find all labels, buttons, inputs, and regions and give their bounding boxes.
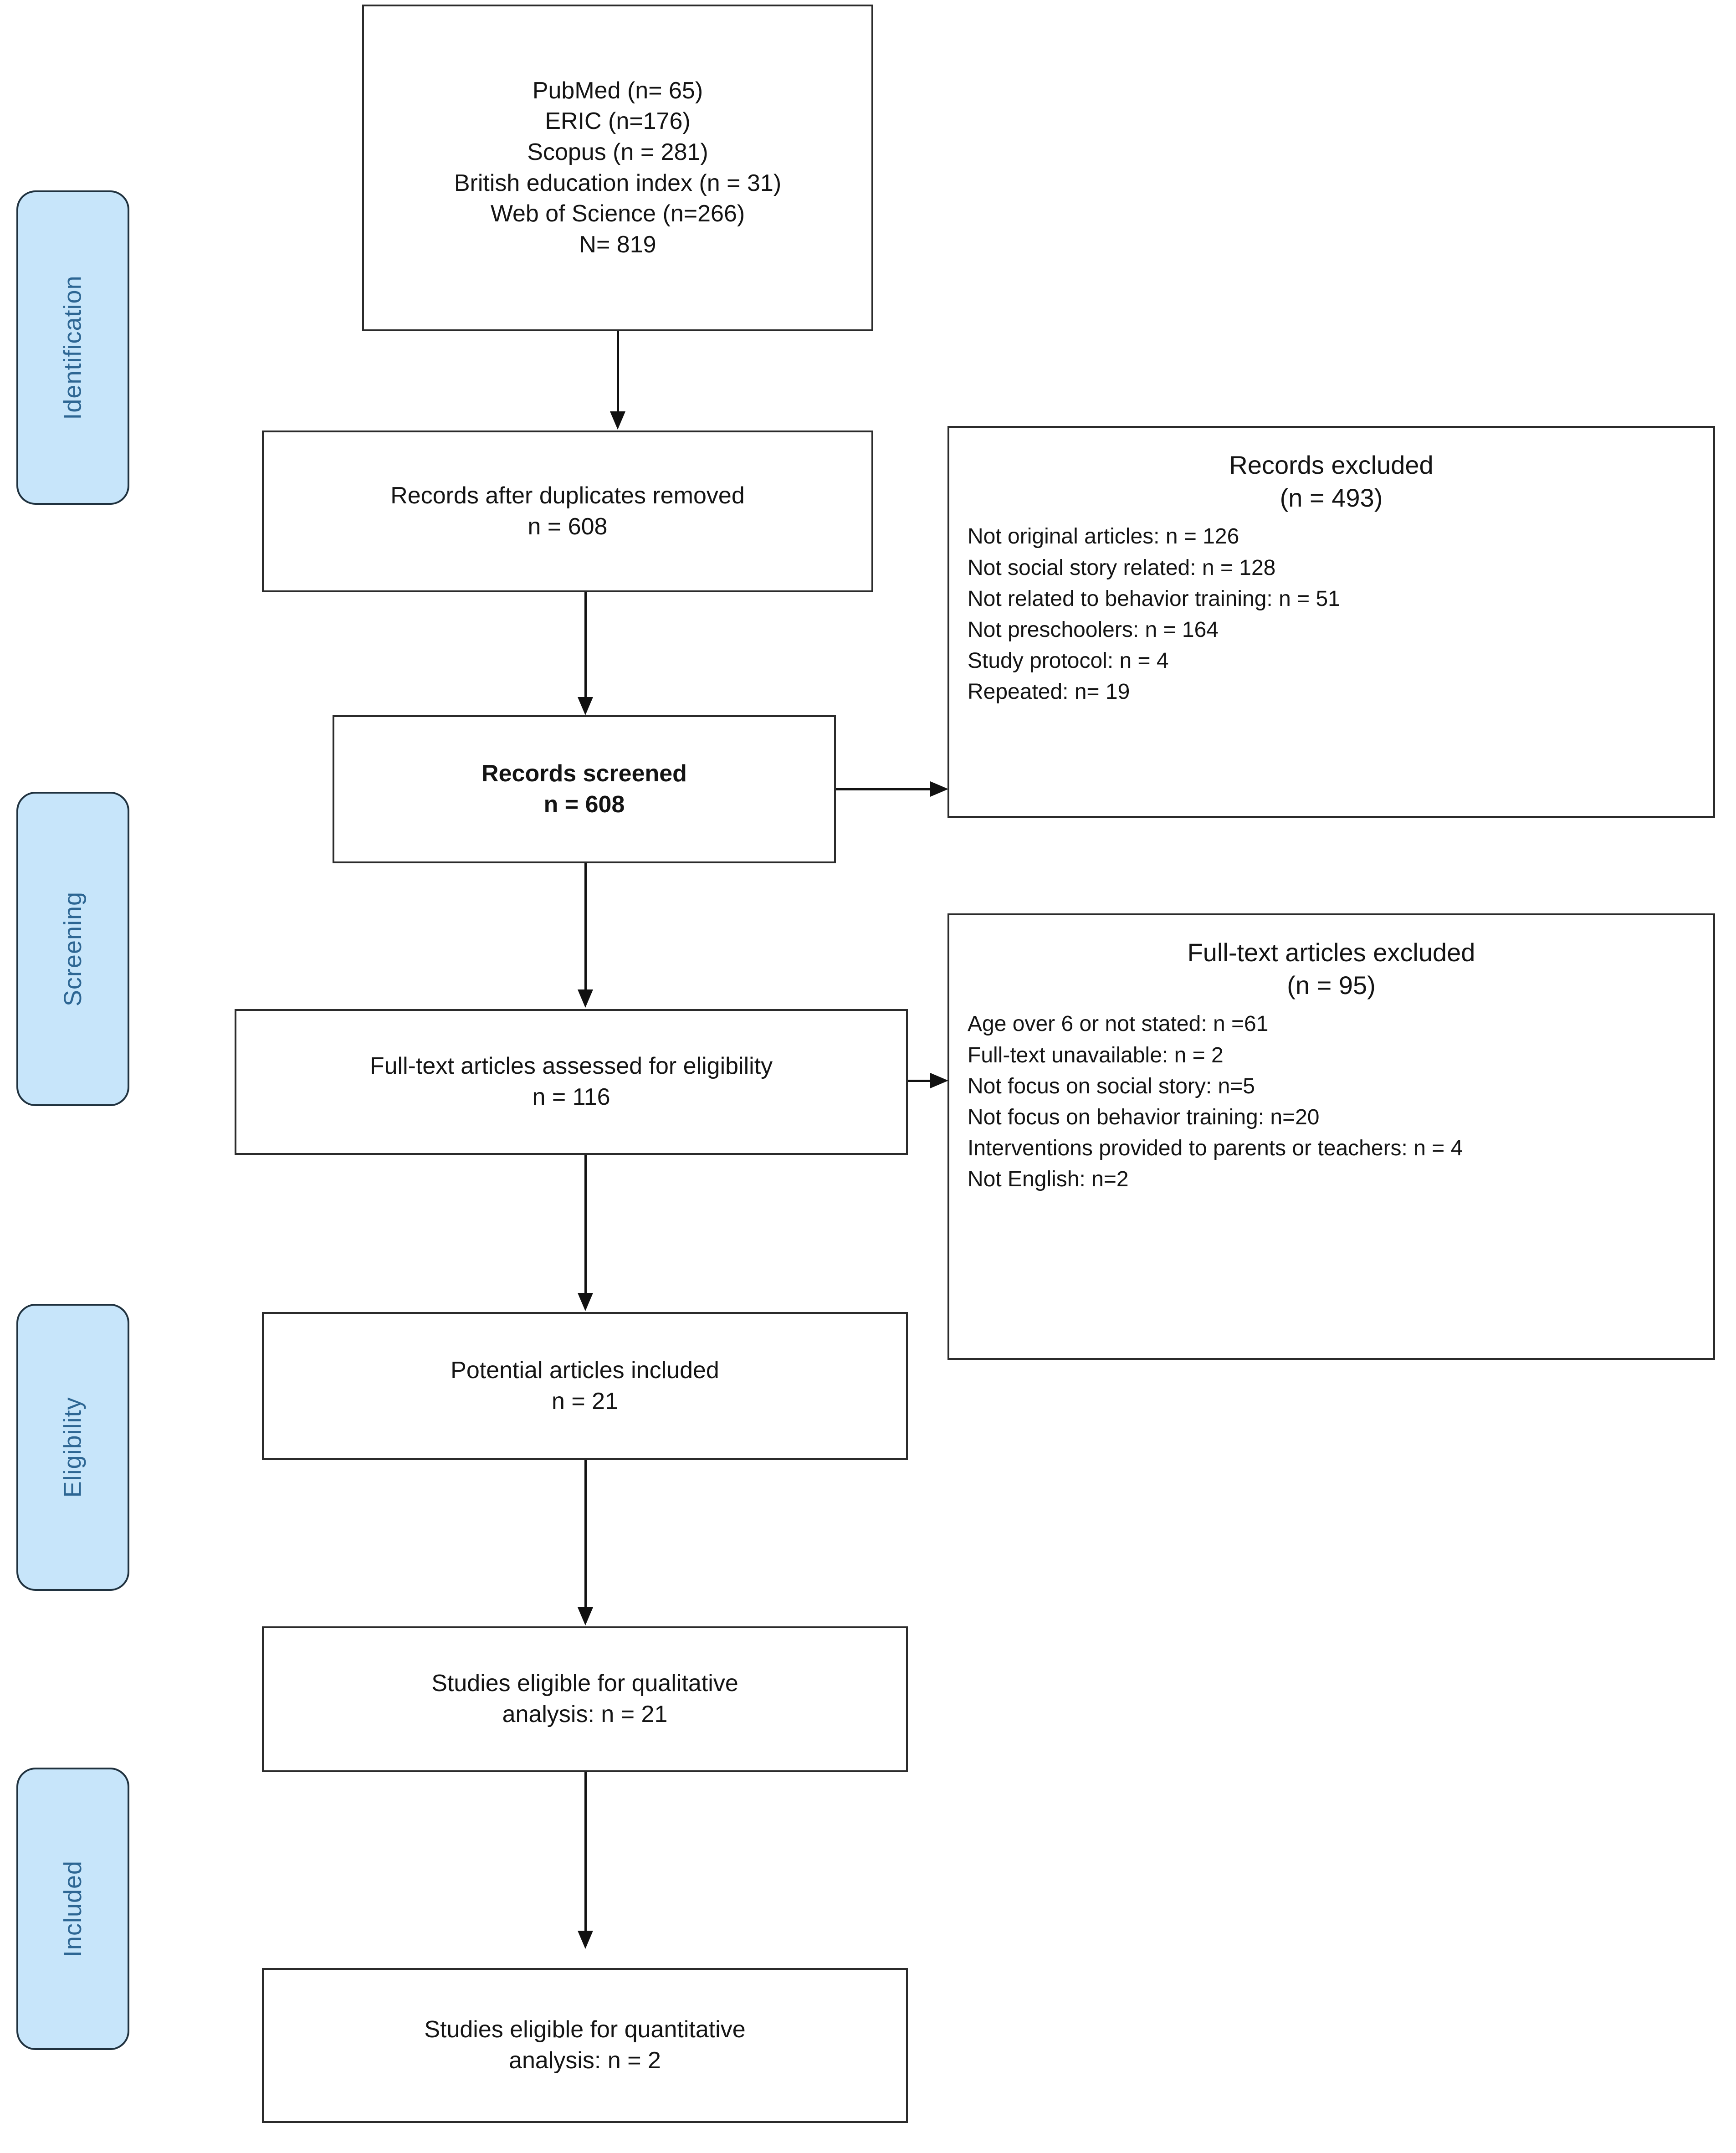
connector-sources-to-duplicates (617, 331, 619, 412)
stage-label-eligibility: Eligibility (16, 1304, 129, 1591)
connector-fulltext-to-fulltext-excluded (908, 1080, 932, 1082)
quantitative-label: Studies eligible for quantitative (424, 2016, 746, 2043)
qualitative-count: analysis: n = 21 (502, 1701, 668, 1728)
records-excluded-reason: Not preschoolers: n = 164 (968, 617, 1219, 642)
arrowhead-fulltext-to-fulltext-excluded (930, 1073, 948, 1088)
source-line-pubmed: PubMed (n= 65) (532, 77, 703, 104)
arrowhead-duplicates-to-screened (578, 697, 593, 715)
arrowhead-potential-to-qualitative (578, 1607, 593, 1625)
records-excluded-heading: Records excluded (1229, 451, 1434, 479)
source-line-eric: ERIC (n=176) (545, 108, 691, 135)
arrowhead-screened-to-records-excluded (930, 781, 948, 797)
records-screened-count: n = 608 (543, 791, 625, 818)
records-excluded-reason: Study protocol: n = 4 (968, 648, 1169, 673)
stage-label-screening: Screening (16, 792, 129, 1106)
stage-label-eligibility-text: Eligibility (59, 1397, 87, 1498)
fulltext-excluded-reason: Full-text unavailable: n = 2 (968, 1043, 1224, 1067)
potential-included-count: n = 21 (551, 1388, 619, 1415)
arrowhead-screened-to-fulltext (578, 989, 593, 1008)
source-line-scopus: Scopus (n = 281) (527, 138, 708, 165)
fulltext-excluded-reason: Not focus on behavior training: n=20 (968, 1105, 1320, 1129)
stage-label-identification-text: Identification (59, 275, 87, 420)
records-excluded-reason: Not related to behavior training: n = 51 (968, 586, 1340, 611)
arrowhead-fulltext-to-potential (578, 1293, 593, 1311)
records-after-duplicates-count: n = 608 (527, 513, 608, 540)
fulltext-excluded-reason: Age over 6 or not stated: n =61 (968, 1012, 1269, 1036)
box-records-after-duplicates: Records after duplicates removed n = 608 (262, 431, 873, 592)
records-after-duplicates-label: Records after duplicates removed (390, 482, 745, 509)
stage-label-included: Included (16, 1768, 129, 2050)
connector-qualitative-to-quantitative (584, 1772, 587, 1932)
fulltext-excluded-count: (n = 95) (1287, 970, 1376, 1000)
stage-label-identification: Identification (16, 190, 129, 505)
box-records-excluded: Records excluded (n = 493) Not original … (947, 426, 1715, 818)
connector-fulltext-to-potential (584, 1155, 587, 1294)
quantitative-count: analysis: n = 2 (509, 2047, 661, 2074)
fulltext-assessed-count: n = 116 (532, 1084, 610, 1110)
stage-label-included-text: Included (59, 1860, 87, 1958)
connector-duplicates-to-screened (584, 592, 587, 698)
records-excluded-count: (n = 493) (1280, 483, 1383, 512)
records-screened-label: Records screened (481, 760, 687, 787)
stage-label-screening-text: Screening (59, 891, 87, 1007)
source-line-total: N= 819 (579, 231, 656, 258)
arrowhead-sources-to-duplicates (610, 411, 625, 430)
connector-potential-to-qualitative (584, 1460, 587, 1608)
potential-included-label: Potential articles included (451, 1357, 719, 1384)
fulltext-assessed-label: Full-text articles assessed for eligibil… (369, 1053, 773, 1080)
records-excluded-reason: Not original articles: n = 126 (968, 524, 1239, 549)
connector-screened-to-fulltext (584, 863, 587, 990)
box-database-sources: PubMed (n= 65) ERIC (n=176) Scopus (n = … (362, 5, 873, 331)
box-records-screened: Records screened n = 608 (333, 715, 836, 863)
arrowhead-qualitative-to-quantitative (578, 1931, 593, 1949)
fulltext-excluded-heading: Full-text articles excluded (1187, 938, 1475, 967)
records-excluded-reason-list: Not original articles: n = 126 Not socia… (968, 521, 1695, 707)
records-excluded-reason: Not social story related: n = 128 (968, 555, 1276, 580)
source-line-wos: Web of Science (n=266) (490, 200, 745, 227)
box-studies-qualitative-analysis: Studies eligible for qualitative analysi… (262, 1626, 908, 1772)
box-studies-quantitative-analysis: Studies eligible for quantitative analys… (262, 1968, 908, 2123)
fulltext-excluded-reason: Not focus on social story: n=5 (968, 1074, 1255, 1098)
connector-screened-to-records-excluded (836, 788, 932, 790)
fulltext-excluded-reason: Interventions provided to parents or tea… (968, 1136, 1463, 1160)
box-fulltext-assessed: Full-text articles assessed for eligibil… (235, 1009, 908, 1155)
source-line-bei: British education index (n = 31) (454, 169, 782, 196)
fulltext-excluded-reason: Not English: n=2 (968, 1167, 1129, 1192)
qualitative-label: Studies eligible for qualitative (431, 1670, 738, 1697)
records-excluded-reason: Repeated: n= 19 (968, 680, 1130, 704)
box-fulltext-articles-excluded: Full-text articles excluded (n = 95) Age… (947, 913, 1715, 1360)
fulltext-excluded-reason-list: Age over 6 or not stated: n =61 Full-tex… (968, 1009, 1695, 1195)
box-potential-articles-included: Potential articles included n = 21 (262, 1312, 908, 1460)
